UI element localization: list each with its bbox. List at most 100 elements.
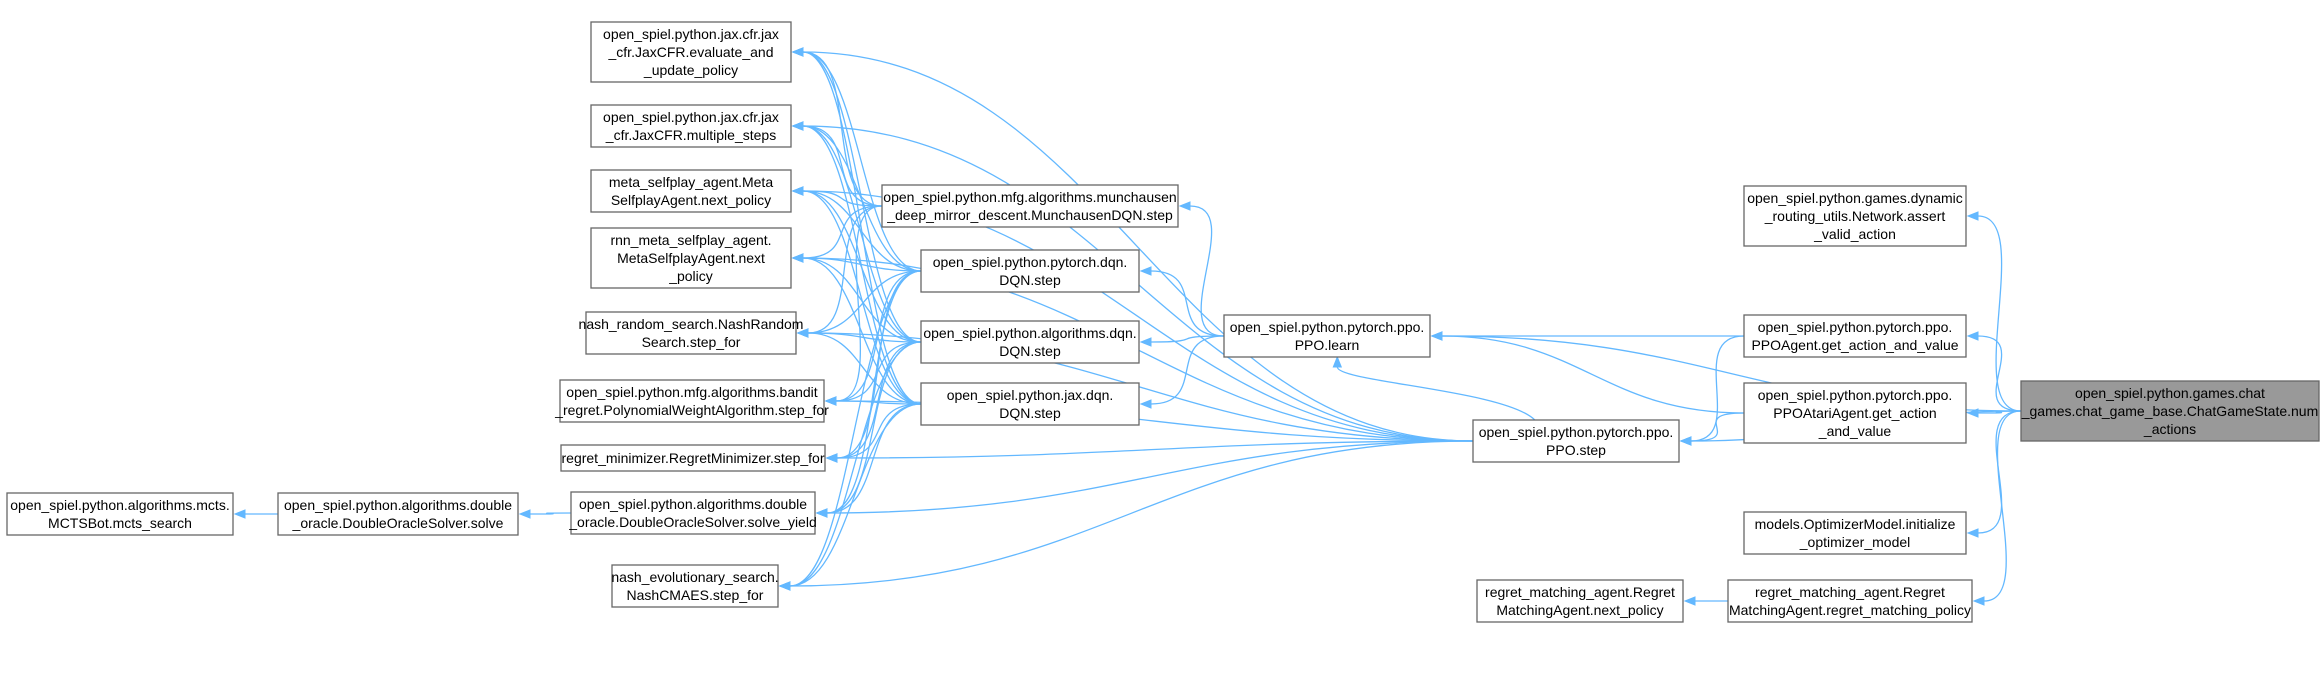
node-regret-next-policy[interactable]: regret_matching_agent.RegretMatchingAgen… — [1476, 579, 1684, 623]
node-label-line: open_spiel.python.mfg.algorithms.munchau… — [883, 189, 1176, 205]
edge-line — [802, 125, 883, 207]
node-label-line: open_spiel.python.algorithms.double — [284, 497, 512, 513]
edge-line — [789, 403, 922, 587]
edge — [824, 205, 883, 406]
node-box — [920, 249, 1140, 293]
node-jaxcfr-multiple[interactable]: open_spiel.python.jax.cfr.jax_cfr.JaxCFR… — [590, 104, 792, 148]
node-box — [590, 104, 792, 148]
node-box — [590, 169, 792, 213]
node-label-line: _and_value — [1818, 423, 1892, 439]
node-box — [6, 492, 234, 536]
edge-line — [1150, 335, 1225, 405]
edge — [1679, 412, 1745, 446]
edge-line — [835, 341, 922, 402]
edge — [1966, 211, 2022, 412]
node-label-line: regret_minimizer.RegretMinimizer.step_fo… — [562, 450, 825, 466]
edge-arrowhead — [1332, 355, 1343, 368]
edge-line — [807, 270, 922, 334]
node-label-line: open_spiel.python.mfg.algorithms.bandit — [566, 384, 817, 400]
edge-line — [802, 205, 883, 259]
node-label-line: _update_policy — [643, 62, 738, 78]
node-box — [611, 564, 779, 608]
node-label-line: Search.step_for — [642, 334, 741, 350]
node-nash-evolutionary-step-for[interactable]: nash_evolutionary_search.NashCMAES.step_… — [611, 564, 779, 608]
node-double-oracle-solve[interactable]: open_spiel.python.algorithms.double_orac… — [277, 492, 519, 536]
edge — [825, 403, 922, 463]
edge — [778, 440, 1474, 591]
edge-arrowhead — [1139, 337, 1152, 347]
node-jax-dqn-step[interactable]: open_spiel.python.jax.dqn.DQN.step — [920, 382, 1140, 426]
edge-arrowhead — [791, 186, 804, 196]
node-label-line: open_spiel.python.algorithms.double — [579, 496, 807, 512]
edge-line — [1150, 270, 1225, 337]
node-algorithms-dqn-step[interactable]: open_spiel.python.algorithms.dqn.DQN.ste… — [920, 320, 1140, 364]
node-double-oracle-solve-yield[interactable]: open_spiel.python.algorithms.double _orac… — [568, 491, 817, 535]
edge — [1139, 335, 1225, 409]
edge-line — [802, 51, 922, 272]
node-assert-valid-action[interactable]: open_spiel.python.games.dynamic_routing_… — [1743, 185, 1967, 247]
node-label-line: NashCMAES.step_for — [627, 587, 764, 603]
edge-line — [836, 440, 1474, 459]
node-label-line: models.OptimizerModel.initialize — [1755, 516, 1956, 532]
node-box — [277, 492, 519, 536]
node-label-line: _deep_mirror_descent.MunchausenDQN.step — [886, 207, 1173, 223]
edge-line — [836, 341, 922, 459]
edge — [1139, 335, 1225, 347]
edge-line — [802, 257, 922, 343]
edge — [1683, 596, 1728, 606]
edge-line — [789, 270, 922, 587]
node-box — [1743, 185, 1967, 247]
node-box — [1743, 382, 1967, 444]
node-label-line: open_spiel.python.algorithms.dqn. — [923, 325, 1136, 341]
node-ppo-step[interactable]: open_spiel.python.pytorch.ppo.PPO.step — [1472, 419, 1680, 463]
node-label-line: _games.chat_game_base.ChatGameState.num — [2021, 403, 2319, 419]
node-num-actions[interactable]: open_spiel.python.games.chat_games.chat_… — [2020, 380, 2320, 442]
node-label-line: PPO.learn — [1295, 337, 1360, 353]
edge-arrowhead — [796, 328, 809, 338]
node-meta-next-policy[interactable]: meta_selfplay_agent.MetaSelfplayAgent.ne… — [590, 169, 792, 213]
edge — [1972, 410, 2022, 606]
node-label-line: open_spiel.python.jax.cfr.jax — [603, 26, 779, 42]
edge-line — [1441, 335, 1745, 414]
edge-line — [836, 403, 922, 459]
node-regret-minimizer-step-for[interactable]: regret_minimizer.RegretMinimizer.step_fo… — [560, 444, 826, 472]
node-munchausen-step[interactable]: open_spiel.python.mfg.algorithms.munchau… — [881, 184, 1179, 228]
node-ppo-atari-get-action-and-value[interactable]: open_spiel.python.pytorch.ppo.PPOAtariAg… — [1743, 382, 1967, 444]
edge-arrowhead — [815, 508, 828, 518]
edge-line — [802, 51, 883, 207]
node-label-line: _cfr.JaxCFR.evaluate_and — [608, 44, 774, 60]
node-ppo-learn[interactable]: open_spiel.python.pytorch.ppo. PPO.learn — [1223, 314, 1431, 358]
node-ppo-get-action-and-value[interactable]: open_spiel.python.pytorch.ppo.PPOAgent.g… — [1743, 314, 1967, 358]
edge-arrowhead — [791, 47, 804, 57]
edge — [1679, 335, 1745, 446]
edge-line — [789, 440, 1474, 587]
node-label-line: _oracle.DoubleOracleSolver.solve_yield — [568, 514, 816, 530]
nodes-layer: open_spiel.python.games.chat_games.chat_… — [6, 21, 2320, 623]
edge-arrowhead — [1966, 211, 1979, 221]
edge — [825, 440, 1474, 463]
node-label-line: meta_selfplay_agent.Meta — [609, 174, 773, 190]
node-label-line: _actions — [2143, 421, 2196, 437]
node-box — [2020, 380, 2320, 442]
node-nash-random-step-for[interactable]: nash_random_search.NashRandomSearch.step… — [579, 311, 804, 355]
node-box — [590, 227, 792, 289]
edge-line — [802, 125, 922, 405]
edge-arrowhead — [824, 396, 837, 406]
node-pytorch-dqn-step[interactable]: open_spiel.python.pytorch.dqn.DQN.step — [920, 249, 1140, 293]
node-box — [881, 184, 1179, 228]
node-label-line: MatchingAgent.regret_matching_policy — [1729, 602, 1971, 618]
edge — [815, 440, 1474, 518]
node-mcts-search[interactable]: open_spiel.python.algorithms.mcts.MCTSBo… — [6, 492, 234, 536]
node-optimizer-initialize[interactable]: models.OptimizerModel.initialize_optimiz… — [1743, 511, 1967, 555]
node-box — [1476, 579, 1684, 623]
node-jaxcfr-evaluate[interactable]: open_spiel.python.jax.cfr.jax _cfr.JaxCFR… — [590, 21, 792, 83]
node-label-line: open_spiel.python.pytorch.ppo. — [1230, 319, 1425, 335]
node-regret-matching-policy[interactable]: regret_matching_agent.RegretMatchingAgen… — [1727, 579, 1973, 623]
node-bandit-step-for[interactable]: open_spiel.python.mfg.algorithms.bandit_… — [554, 379, 829, 423]
node-box — [920, 382, 1140, 426]
edge — [518, 509, 572, 519]
node-rnn-meta-next-policy[interactable]: rnn_meta_selfplay_agent.MetaSelfplayAgen… — [590, 227, 792, 289]
edge — [1430, 331, 1745, 414]
node-label-line: _cfr.JaxCFR.multiple_steps — [605, 127, 776, 143]
edge-arrowhead — [518, 509, 531, 519]
